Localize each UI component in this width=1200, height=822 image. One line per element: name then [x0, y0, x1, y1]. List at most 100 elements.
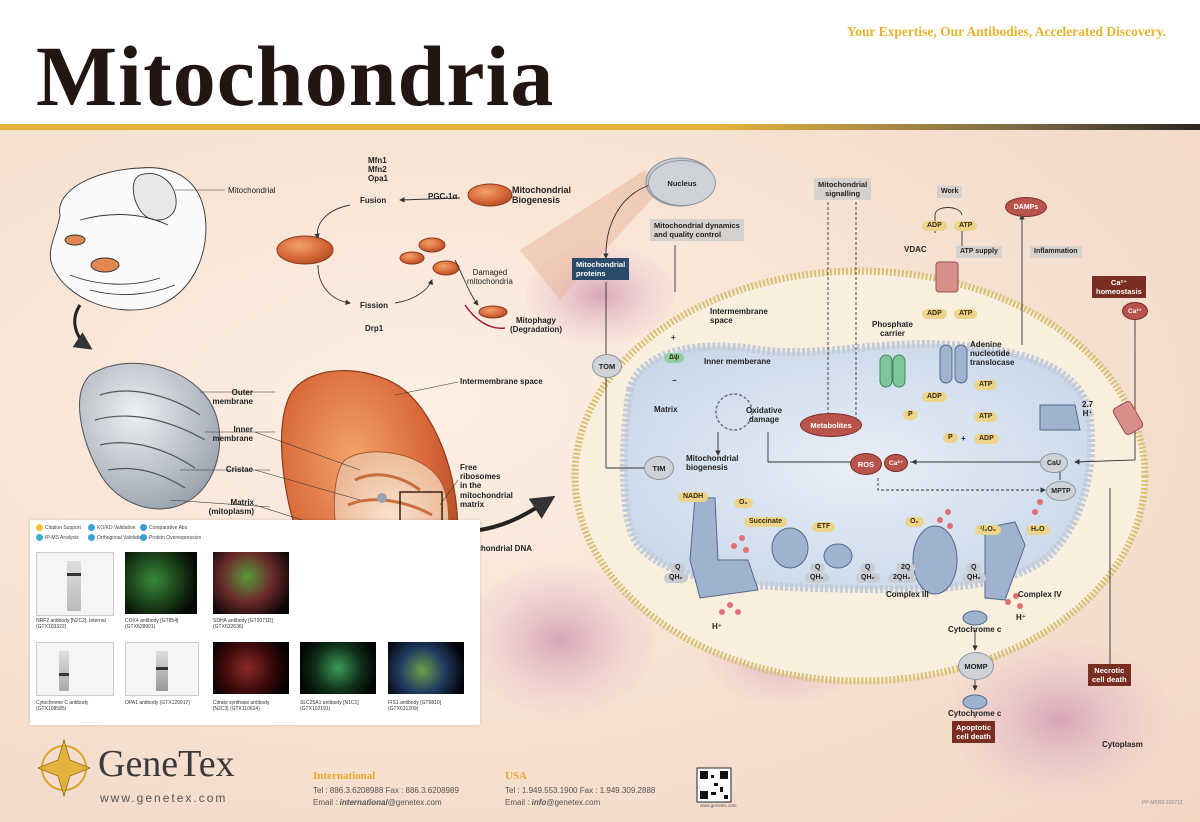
o2-pill: O₂ [905, 517, 924, 528]
dynamics-arrows [314, 197, 479, 306]
intl-phone: Tel : 886.3.6208988 Fax : 886.3.6208989 [313, 786, 459, 795]
nucleus-label: Nucleus [648, 160, 716, 206]
label-drp1: Drp1 [365, 324, 384, 333]
label-pgc: PGC-1α [428, 192, 458, 201]
metabolites-badge: Metabolites [800, 413, 862, 437]
label-cytochrome-c: Cytochrome c [948, 625, 1002, 634]
nadh-pill: NADH [678, 492, 709, 503]
legend-comparative: Comparative Abs [140, 524, 187, 531]
label-matrix-region: Matrix [654, 405, 678, 414]
brand-url[interactable]: www.genetex.com [100, 791, 228, 805]
label-outer-membrane: Outer membrane [212, 388, 253, 407]
box-apoptotic: Apoptotic cell death [952, 721, 995, 743]
poster-code: PP-MI000-220712 [1142, 800, 1183, 806]
label-inner-membrane: Inner memberane [704, 357, 771, 366]
zoom-arrow [479, 495, 556, 532]
label-inner-membrane: Inner membrane [212, 425, 253, 444]
label-intermembrane-space: Intermembrane space [460, 377, 543, 386]
legend-citation: Citation Support [36, 524, 81, 531]
succinate-pill: Succinate [744, 517, 788, 528]
adp-pill: ADP [922, 221, 947, 232]
label-mfn: Mfn1 Mfn2 Opa1 [368, 156, 389, 184]
adp-pill: ADP [922, 392, 947, 403]
momp-label: MOMP [958, 652, 994, 680]
ca-badge: Ca²⁺ [884, 454, 908, 472]
box-dynamics-qc: Mitochondrial dynamics and quality contr… [650, 219, 744, 241]
cell-sketch [49, 167, 207, 311]
blot-image [36, 552, 114, 616]
overexpression-icon [140, 534, 147, 541]
blot-image [36, 642, 114, 696]
qr-caption: www.genetex.com [700, 803, 737, 808]
q-pill: Q [966, 563, 982, 574]
product-caption: NRF2 antibody [N2C2], Internal (GTX10332… [36, 618, 106, 631]
label-mitophagy: Mitophagy (Degradation) [510, 316, 562, 335]
label-ant: Adenine nucleotide translocase [970, 340, 1015, 368]
tim-label: TIM [644, 456, 674, 480]
label-potential: 2.7 H⁺ [1082, 400, 1094, 419]
q-pill: Q [670, 563, 686, 574]
fluorescence-image [125, 552, 197, 614]
label-mitochondrial-dna: Mitochondrial DNA [460, 544, 532, 553]
o2-pill: O₂ [734, 498, 753, 509]
q-pill: Q [810, 563, 826, 574]
label-fission: Fission [360, 301, 389, 310]
qh2-pill: QH₂ [664, 573, 688, 584]
box-signalling: Mitochondrial signalling [814, 178, 872, 200]
nucleus-beam [520, 170, 660, 300]
fluorescence-image [388, 642, 464, 694]
product-caption: SLC25A1 antibody [N1C1] (GTX102191) [300, 700, 359, 713]
label-h-plus: H⁺ [712, 622, 722, 631]
delta-psi-badge: Δψ [664, 353, 685, 364]
citation-icon [36, 524, 43, 531]
label-h-plus: H⁺ [1016, 613, 1026, 622]
membrane-proteins [689, 261, 1144, 710]
label-free-ribosomes: Free ribosomes in the mitochondrial matr… [460, 463, 513, 509]
usa-email[interactable]: Email : info@genetex.com [505, 798, 601, 807]
2q-pill: 2Q [896, 563, 916, 574]
ros-badge: ROS [850, 453, 882, 475]
phosphate-pill: P [943, 433, 958, 444]
intl-email[interactable]: Email : international@genetex.com [313, 798, 442, 807]
plus-sign: + [961, 434, 966, 443]
damps-badge: DAMPs [1005, 197, 1047, 217]
half-o2-pill: ¹/₂O₂ [975, 525, 1001, 536]
header: Mitochondria Your Expertise, Our Antibod… [0, 0, 1200, 128]
qr-code [696, 767, 732, 803]
product-caption: COX4 antibody [GT854] (GTX628901) [125, 618, 179, 631]
label-matrix: Matrix (mitoplasm) [208, 498, 254, 517]
genetex-logo-star [36, 738, 92, 798]
product-caption: FIS1 antibody [GT9810] (GTX631209) [388, 700, 442, 713]
label-biogenesis: Mitochondrial Biogenesis [512, 185, 571, 206]
blot-image [125, 642, 199, 696]
kokd-icon [88, 524, 95, 531]
adp-pill: ADP [974, 434, 999, 445]
2qh2-pill: 2QH₂ [888, 573, 916, 584]
fluorescence-image [300, 642, 376, 694]
product-caption: SDHA antibody [GT2071D] (GTX632636) [213, 618, 273, 631]
label-complex-iv: Complex IV [1018, 590, 1062, 599]
fluorescence-image [213, 642, 289, 694]
usa-heading: USA [505, 770, 528, 782]
tagline: Your Expertise, Our Antibodies, Accelera… [847, 24, 1166, 39]
minus-sign: − [672, 376, 677, 385]
tom-label: TOM [592, 354, 622, 378]
plus-sign: + [671, 333, 676, 342]
label-phosphate-carrier: Phosphate carrier [872, 320, 913, 339]
page-title: Mitochondria [36, 28, 555, 124]
etf-pill: ETF [812, 522, 836, 533]
label-mitochondrial: Mitochondrial [228, 186, 276, 195]
ca-badge: Ca²⁺ [1122, 302, 1148, 320]
zoom-arrow [72, 304, 93, 350]
legend-kokd: KO/KD Validation [88, 524, 136, 531]
h2o-pill: H₂O [1026, 525, 1050, 536]
label-complex-iii: Complex III [886, 590, 929, 599]
q-pill: Q [860, 563, 876, 574]
product-caption: Citrate synthase antibody [N2C3] (GTX110… [213, 700, 270, 713]
dynamics-mitochondria [276, 183, 513, 329]
box-ca-homeostasis: Ca²⁺ homeostasis [1092, 276, 1146, 298]
qh2-pill: QH₂ [856, 573, 880, 584]
fluorescence-image [213, 552, 289, 614]
box-atp-supply: ATP supply [956, 246, 1002, 259]
